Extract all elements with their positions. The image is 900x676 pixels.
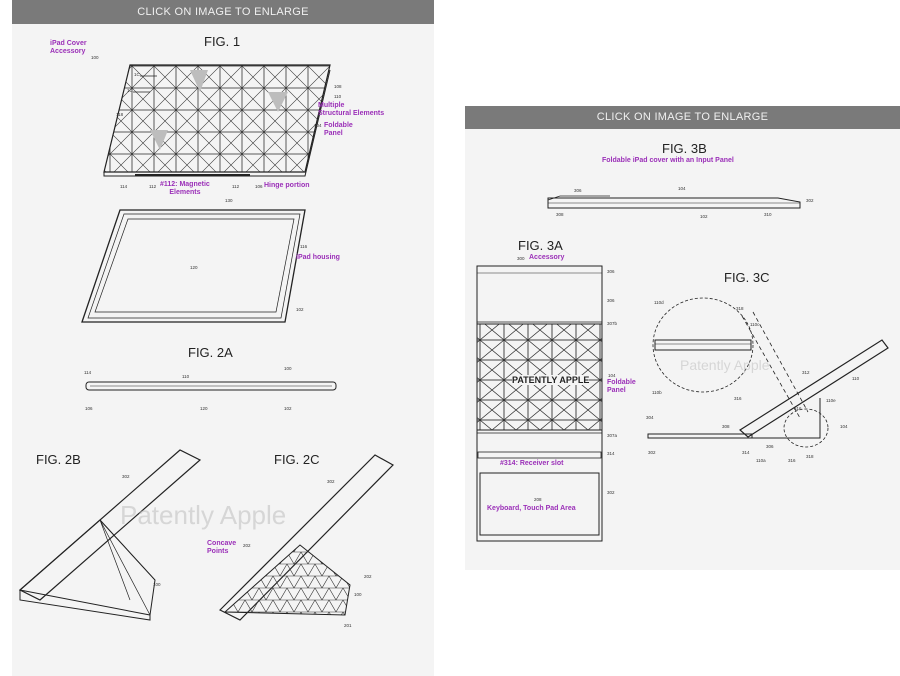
ref-3a-306: 306	[607, 269, 615, 274]
ref-2c-202: 202	[243, 543, 251, 548]
ref-3a-307b: 307b	[607, 321, 618, 326]
ref-2a-110: 110	[182, 374, 190, 379]
ref-2c-100: 100	[354, 592, 362, 597]
ref-3c-302: 302	[648, 450, 656, 455]
ref-3c-104: 104	[840, 424, 848, 429]
fig3b-side-profile	[547, 195, 801, 209]
ref-2c-302: 302	[327, 479, 335, 484]
ref-112b: 112	[232, 184, 240, 189]
ref-112: 112	[149, 184, 157, 189]
ref-2b-100: 100	[153, 582, 161, 587]
right-enlarge-banner[interactable]: CLICK ON IMAGE TO ENLARGE	[465, 106, 900, 129]
ref-2a-106: 106	[85, 406, 93, 411]
fig2b-folded-stand	[18, 449, 202, 621]
fig2a-side-profile	[85, 381, 337, 391]
ref-118: 118	[116, 112, 124, 117]
fig1-cover-grid	[103, 64, 331, 177]
fig3a-keyboard-ref: 208	[534, 497, 542, 502]
fig3a-callout-receiver: #314: Receiver slot	[500, 460, 564, 467]
fig1-callout-accessory: iPad Cover Accessory	[50, 40, 87, 55]
fig3c-title: FIG. 3C	[724, 270, 770, 285]
ref-3a-104: 104	[608, 373, 616, 378]
ref-3c-314: 314	[742, 450, 750, 455]
ref-1c-bottom: 1C	[127, 88, 133, 93]
fig3b-subtitle: Foldable iPad cover with an Input Panel	[602, 157, 734, 164]
ref-120: 120	[190, 265, 198, 270]
fig2c-callout-concave: Concave Points	[207, 540, 237, 555]
ref-2a-100: 100	[284, 366, 292, 371]
ref-102: 102	[296, 307, 304, 312]
fig1-title: FIG. 1	[204, 34, 241, 49]
ref-100: 100	[91, 55, 99, 60]
ref-3b-308: 308	[556, 212, 564, 217]
ref-116: 116	[300, 244, 308, 249]
fig1-callout-magnetic: #112: Magnetic Elements	[160, 181, 210, 196]
fig1-callout-foldable: Foldable Panel	[324, 122, 353, 137]
fig2b-title: FIG. 2B	[36, 452, 81, 467]
fig3c-stand-diagram	[647, 297, 889, 448]
ref-110: 110	[334, 94, 342, 99]
ref-3a-300: 300	[517, 256, 525, 261]
ref-3c-110b: 110b	[652, 390, 662, 395]
ref-3c-110d: 110d	[654, 300, 664, 305]
ref-3c-316b: 316	[794, 406, 802, 411]
fig3b-title: FIG. 3B	[662, 141, 707, 156]
ref-2c-201: 201	[344, 623, 352, 628]
ref-2a-120: 120	[200, 406, 208, 411]
ref-3c-318: 318	[736, 306, 744, 311]
fig1-section-arrows	[133, 75, 157, 93]
ref-3c-308: 308	[722, 424, 730, 429]
fig2a-title: FIG. 2A	[188, 345, 233, 360]
fig3a-title: FIG. 3A	[518, 238, 563, 253]
ref-106: 106	[255, 184, 263, 189]
ref-3a-307a: 307a	[607, 433, 618, 438]
ref-3b-104: 104	[678, 186, 686, 191]
ref-3c-316: 316	[734, 396, 742, 401]
left-watermark: Patently Apple	[120, 500, 287, 530]
fig3a-callout-accessory: Accessory	[529, 254, 565, 261]
ref-3c-306: 306	[766, 444, 774, 449]
ref-3b-306: 306	[574, 188, 582, 193]
ref-3c-318b: 318	[806, 454, 814, 459]
ref-3b-302: 302	[806, 198, 814, 203]
fig1-callout-structural: Multiple Structural Elements	[318, 102, 385, 117]
ref-2a-102: 102	[284, 406, 292, 411]
ref-3a-314: 314	[607, 451, 615, 456]
fig1-callout-hinge: Hinge portion	[264, 182, 310, 189]
fig3a-watermark: PATENTLY APPLE	[512, 375, 590, 385]
fig1-ipad-housing	[81, 209, 306, 323]
ref-1c-top: 1C	[134, 72, 140, 77]
ref-3c-110c: 110c	[750, 322, 760, 327]
ref-3c-110: 110	[852, 376, 860, 381]
ref-3c-304: 304	[646, 415, 654, 420]
ref-2b-302: 302	[122, 474, 130, 479]
left-enlarge-banner[interactable]: CLICK ON IMAGE TO ENLARGE	[12, 0, 434, 24]
ref-2c-202b: 202	[364, 574, 372, 579]
ref-3c-110e: 110e	[826, 398, 836, 403]
ref-3c-110a: 110a	[756, 458, 766, 463]
ref-104: 104	[314, 123, 322, 128]
right-watermark: Patently Apple	[680, 357, 770, 373]
fig3a-keyboard-label: Keyboard, Touch Pad Area	[487, 505, 576, 512]
fig2c-lattice-stand	[218, 454, 394, 621]
ref-3c-316c: 316	[788, 458, 796, 463]
ref-3b-310: 310	[764, 212, 772, 217]
ref-3a-306b: 306	[607, 298, 615, 303]
ref-3b-102: 102	[700, 214, 708, 219]
ref-108: 108	[334, 84, 342, 89]
fig2c-title: FIG. 2C	[274, 452, 320, 467]
ref-114: 114	[120, 184, 128, 189]
ref-130: 130	[225, 198, 233, 203]
ref-2a-114: 114	[84, 370, 92, 375]
ref-3a-302: 302	[607, 490, 615, 495]
fig3a-callout-foldable: Foldable Panel	[607, 379, 636, 394]
ref-3c-312: 312	[802, 370, 810, 375]
fig1-callout-housing: iPad housing	[296, 254, 340, 261]
